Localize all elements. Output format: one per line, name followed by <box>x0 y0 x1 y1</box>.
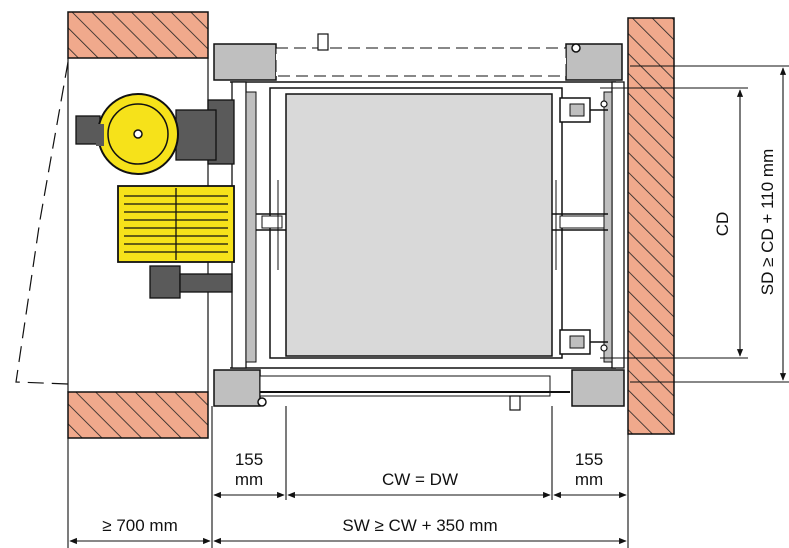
shaft-walls <box>67 11 675 439</box>
bottom-door-sill <box>213 367 625 411</box>
dimension-lines <box>67 65 789 548</box>
left-clearance-unit: mm <box>235 470 263 489</box>
cabin-width-label: CW = DW <box>382 470 458 489</box>
left-clearance-value: 155 <box>235 450 263 469</box>
top-door-sill <box>213 33 623 83</box>
right-clearance-value: 155 <box>575 450 603 469</box>
shaft-depth-label: SD ≥ CD + 110 mm <box>758 149 777 295</box>
left-offset-label: ≥ 700 mm <box>102 516 177 535</box>
wall-bottom-left <box>67 391 209 439</box>
drive-motor-unit <box>75 93 235 299</box>
cabin-depth-label: CD <box>713 212 732 237</box>
right-clearance-unit: mm <box>575 470 603 489</box>
wall-right <box>627 17 675 435</box>
car-cabin <box>256 87 608 359</box>
cabin-floor <box>285 93 553 357</box>
right-guide-assemblies <box>559 97 608 355</box>
wall-top-left <box>67 11 209 59</box>
door-swing-dashed-line <box>15 61 69 385</box>
shaft-width-label: SW ≥ CW + 350 mm <box>342 516 497 535</box>
